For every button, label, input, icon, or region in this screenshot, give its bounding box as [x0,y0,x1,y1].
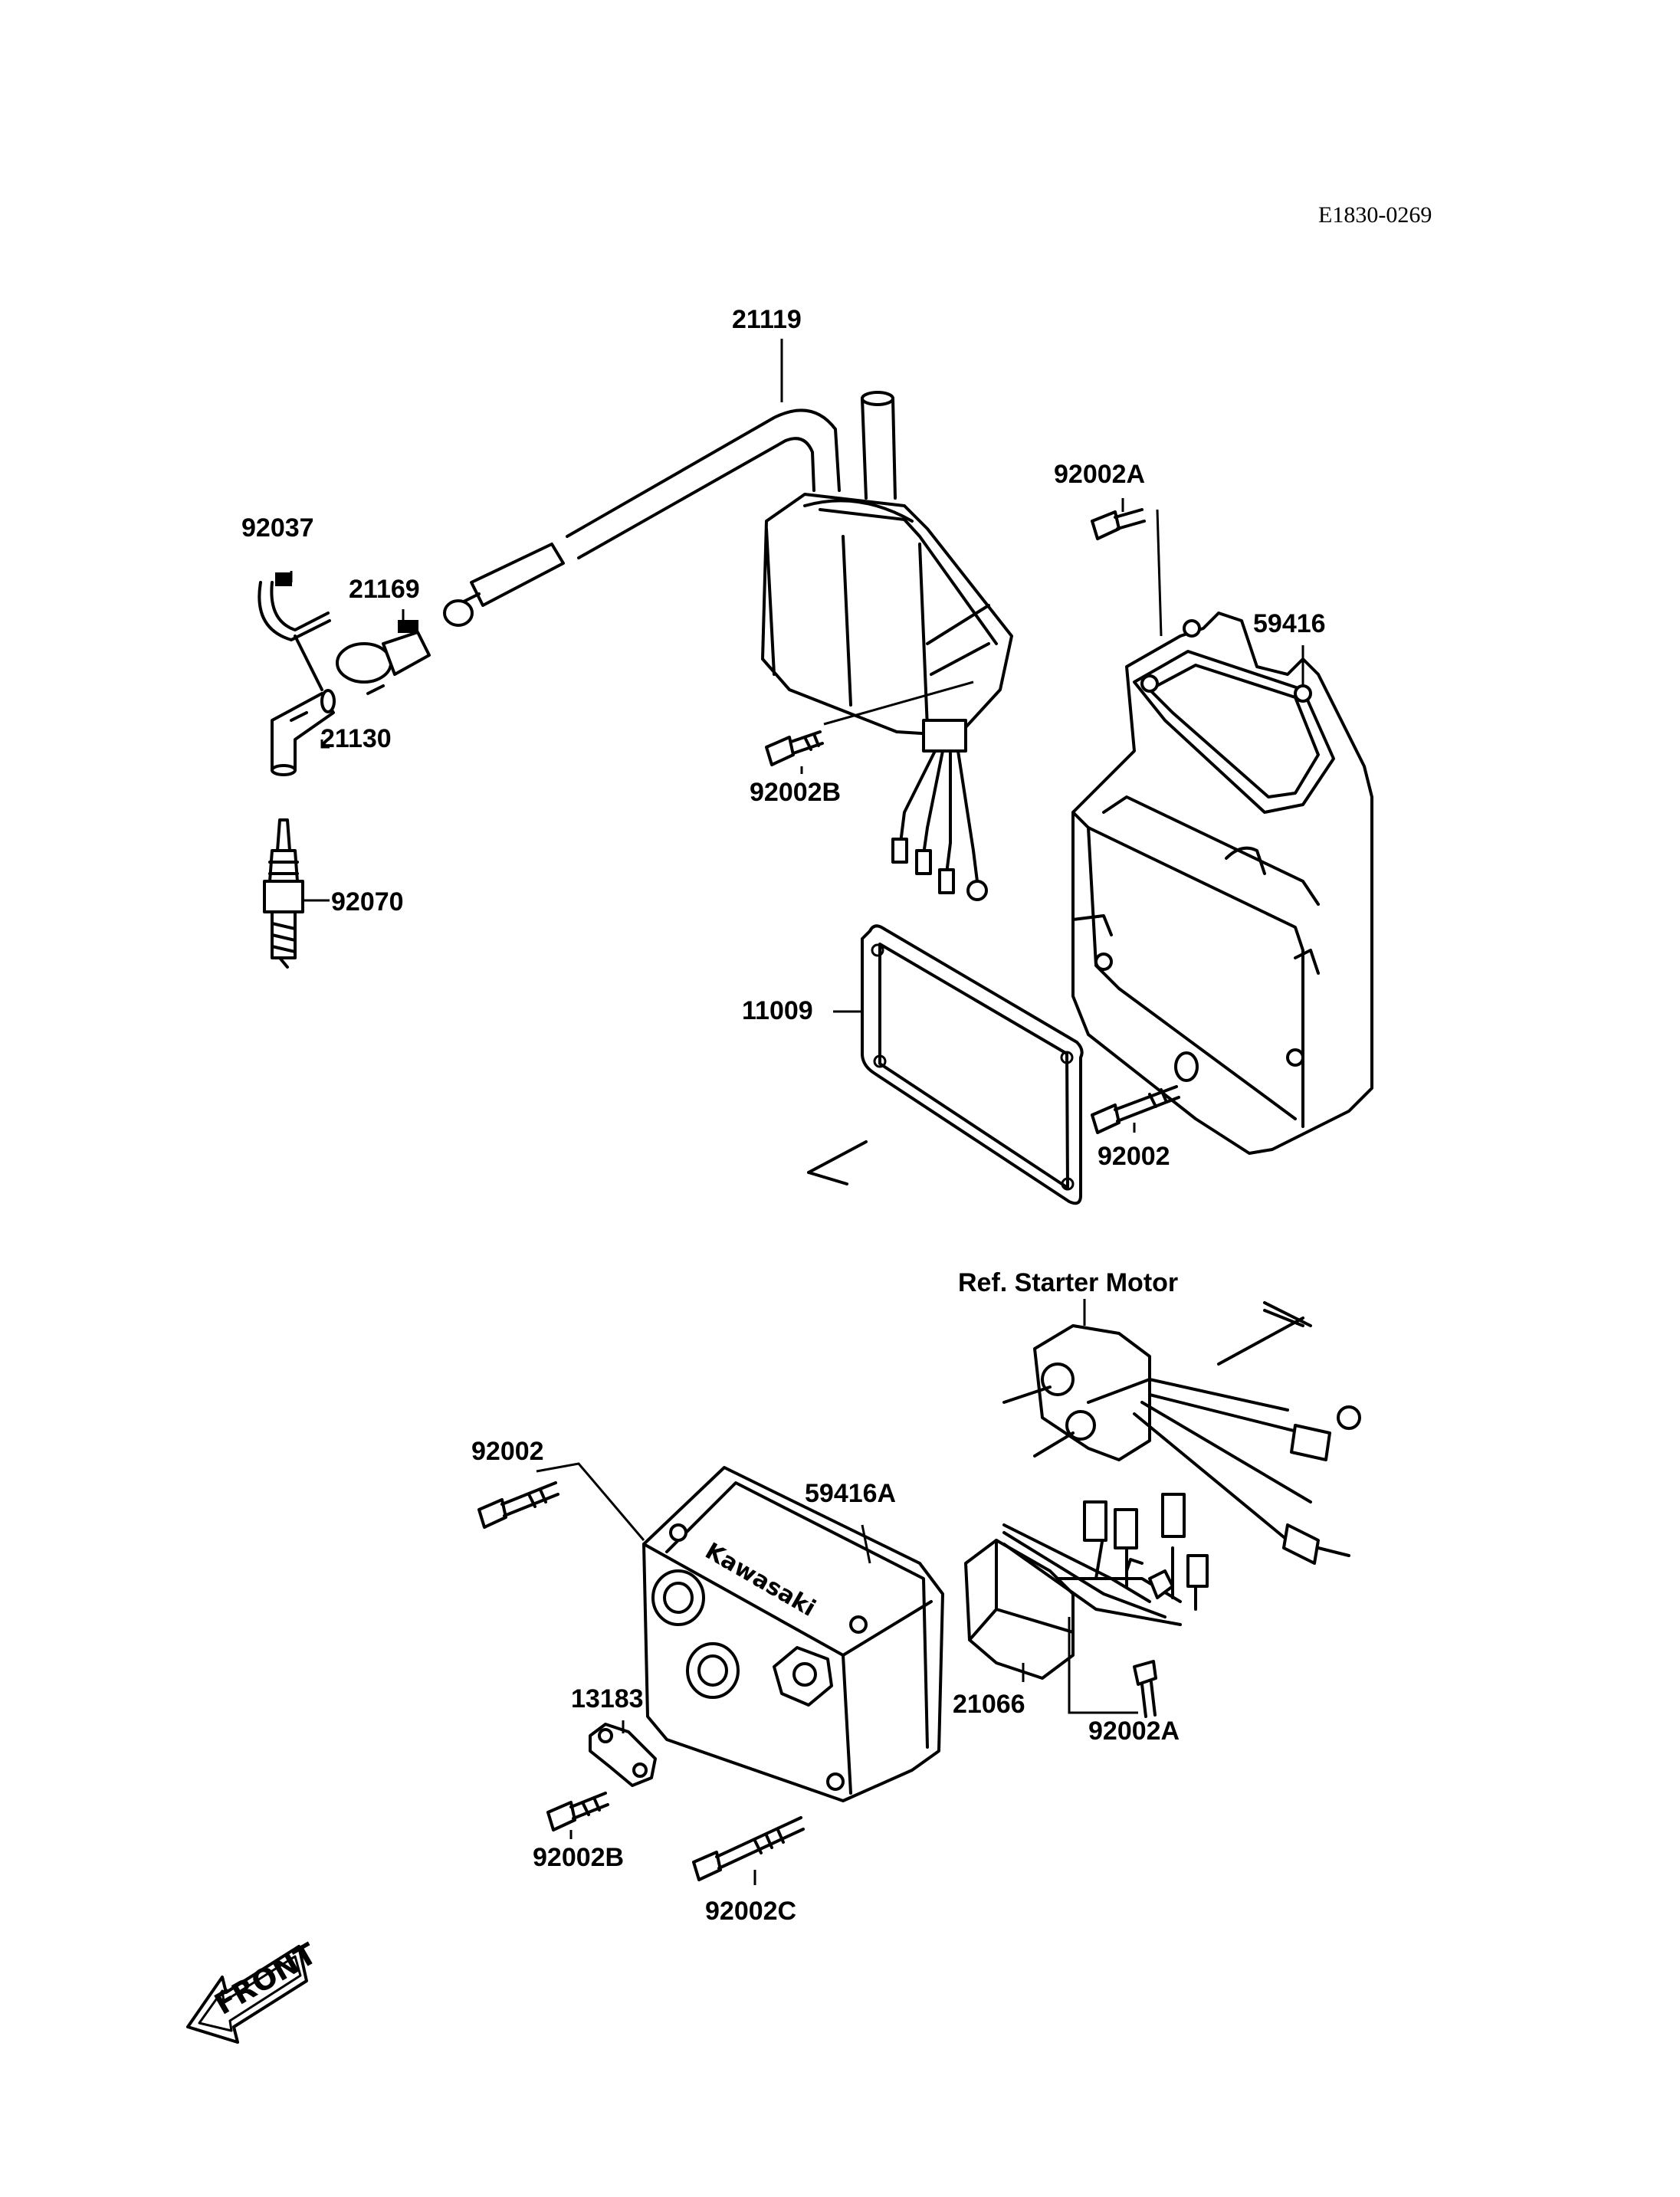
bolt-92002-top[interactable] [1091,1085,1180,1134]
part-labels: 21119 92037 21169 21130 92070 92002A 594… [241,305,1326,1926]
bolt-92002B-bottom[interactable] [546,1792,609,1831]
plug-cap-21130[interactable] [271,689,336,776]
clip-92037[interactable] [258,572,331,691]
label-92002A-top[interactable]: 92002A [1054,460,1145,489]
label-92002B-top[interactable]: 92002B [750,778,841,807]
label-59416[interactable]: 59416 [1253,609,1326,638]
label-92002A-bottom[interactable]: 92002A [1088,1717,1180,1746]
label-92002C[interactable]: 92002C [705,1897,796,1926]
label-21130[interactable]: 21130 [320,724,392,753]
label-13183[interactable]: 13183 [571,1684,644,1713]
gasket-11009[interactable] [807,924,1084,1205]
cover-59416[interactable] [1071,612,1373,1155]
label-92037[interactable]: 92037 [241,513,314,543]
spark-plug-92070[interactable] [263,818,304,969]
cover-59416A[interactable]: Kawasaki [642,1466,944,1802]
label-92002-bottom[interactable]: 92002 [471,1437,544,1466]
label-21169[interactable]: 21169 [349,575,420,604]
label-59416A[interactable]: 59416A [805,1479,896,1508]
leader-lines [290,339,1304,1885]
diagram-code: E1830-0269 [1318,202,1432,228]
label-92002B-bottom[interactable]: 92002B [533,1843,624,1872]
label-92002-top[interactable]: 92002 [1098,1142,1170,1171]
label-21119[interactable]: 21119 [732,305,802,334]
cap-21169[interactable] [336,620,431,695]
front-arrow: FRONT [186,1936,322,2044]
ignition-coil-21119[interactable] [443,391,1013,901]
bolt-92002-bottom[interactable] [477,1481,559,1529]
reference-label: Ref. Starter Motor [958,1268,1178,1297]
bolt-92002B-top[interactable] [765,730,824,766]
plate-13183[interactable] [589,1723,657,1787]
label-21066[interactable]: 21066 [953,1690,1025,1719]
label-92070[interactable]: 92070 [331,887,404,917]
bolt-92002A-top[interactable] [1091,508,1146,540]
regulator-21066[interactable] [964,1493,1209,1680]
bolt-92002C[interactable] [692,1816,805,1881]
label-11009[interactable]: 11009 [742,996,813,1025]
bolt-92002A-bottom[interactable] [1133,1660,1157,1718]
starter-motor-ref [1002,1301,1361,1565]
